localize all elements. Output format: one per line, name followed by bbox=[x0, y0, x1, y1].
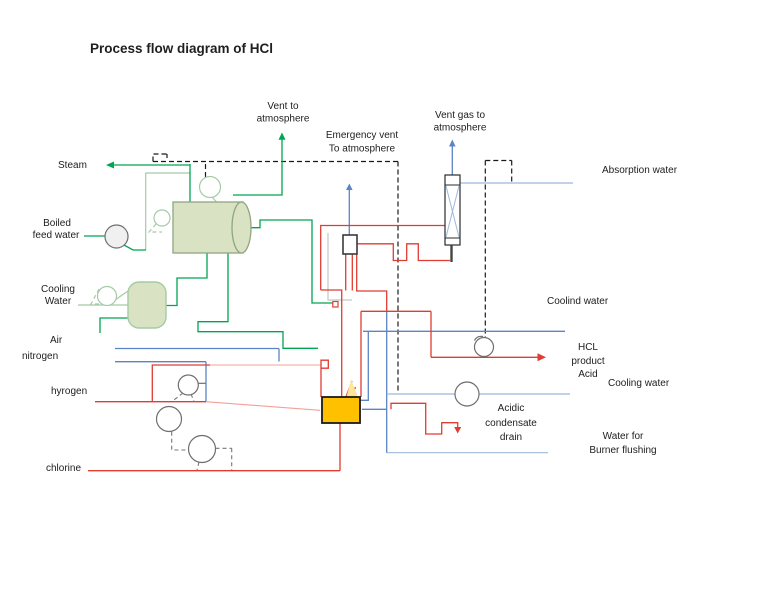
label-boiled-1: Boiled bbox=[43, 218, 71, 229]
cl2-blower-1 bbox=[155, 405, 183, 433]
label-vent-to-1: Vent to bbox=[267, 101, 299, 112]
cooling-pump-outlet bbox=[114, 290, 129, 301]
label-absorption-water: Absorption water bbox=[602, 165, 678, 176]
burner-right-riser-line bbox=[360, 331, 369, 401]
pumps bbox=[104, 224, 495, 464]
column-right-wall bbox=[356, 254, 538, 397]
label-acidic-3: drain bbox=[500, 432, 522, 443]
label-vent-to-2: atmosphere bbox=[257, 114, 310, 125]
condensate-trap-line bbox=[390, 402, 459, 435]
air-line bbox=[115, 347, 280, 362]
label-water-for-2: Burner flushing bbox=[589, 445, 656, 456]
absorber-column bbox=[444, 174, 461, 262]
cl2-blower-2 bbox=[187, 434, 217, 464]
drum-bottom-line bbox=[197, 253, 318, 349]
blower-links bbox=[171, 392, 233, 471]
label-vent-gas-2: atmosphere bbox=[434, 123, 487, 134]
label-emergency-2: To atmosphere bbox=[329, 144, 396, 155]
label-coolind-water: Coolind water bbox=[547, 296, 609, 307]
pale-pumps bbox=[96, 175, 222, 307]
label-cooling-1: Cooling bbox=[41, 284, 75, 295]
h2-blower bbox=[177, 374, 199, 396]
dashed-signal-lines bbox=[152, 153, 513, 393]
steam-export-line bbox=[112, 164, 191, 202]
feed-water-pump bbox=[104, 224, 129, 249]
nitrogen-line bbox=[115, 361, 207, 402]
label-acidic-2: condensate bbox=[485, 418, 537, 429]
column-left-wall bbox=[320, 289, 343, 397]
steam-to-column-line bbox=[250, 219, 333, 304]
label-acidic-1: Acidic bbox=[498, 403, 525, 414]
faint-red-lines bbox=[205, 364, 321, 411]
chlorine-line bbox=[88, 423, 341, 472]
label-water-for-1: Water for bbox=[603, 431, 644, 442]
label-emergency-1: Emergency vent bbox=[326, 130, 398, 141]
emergency-vent-arrow bbox=[346, 183, 353, 190]
signal-hook bbox=[152, 153, 168, 162]
seal-pot bbox=[342, 234, 358, 255]
steam-inlet-connector bbox=[332, 300, 339, 308]
condensate-pump bbox=[454, 381, 480, 407]
cooling-vessel-lower-line bbox=[99, 317, 128, 333]
hydrogen-riser-line bbox=[151, 364, 210, 402]
steam-arrow-left bbox=[106, 161, 114, 169]
seal-pot-legs bbox=[345, 254, 353, 291]
burner-nozzle-stub bbox=[320, 359, 329, 397]
label-hcl-3: Acid bbox=[578, 369, 597, 380]
burner bbox=[321, 396, 361, 424]
vent-gas-arrow bbox=[449, 139, 456, 147]
acid-pump-tick bbox=[473, 335, 484, 341]
page-title: Process flow diagram of HCl bbox=[90, 41, 273, 56]
cl2-blower1-link bbox=[171, 431, 189, 451]
gray-line bbox=[327, 233, 352, 301]
label-boiled-2: feed water bbox=[33, 230, 80, 241]
hydrogen-diagonal-line bbox=[205, 401, 321, 411]
blue-lines bbox=[115, 145, 565, 453]
light-blue-lines bbox=[386, 182, 573, 454]
steam-signal-line bbox=[153, 160, 399, 393]
vent-to-atmosphere-line bbox=[233, 139, 283, 196]
condensate-drain-arrow bbox=[454, 427, 462, 434]
hcl-product-arrow bbox=[537, 353, 546, 362]
label-cooling-2: Water bbox=[45, 296, 72, 307]
cooling-vessel bbox=[127, 281, 167, 329]
label-hcl-2: product bbox=[571, 356, 605, 367]
absorber-signal-line bbox=[484, 159, 513, 338]
label-nitrogen: nitrogen bbox=[22, 351, 58, 362]
small-green-pump bbox=[153, 209, 171, 227]
steam-drum bbox=[172, 201, 244, 254]
ghost-rect-line bbox=[145, 172, 190, 250]
label-hydrogen: hyrogen bbox=[51, 386, 87, 397]
drum-pump bbox=[198, 175, 222, 199]
feed-pump-outlet-line bbox=[123, 244, 146, 251]
label-steam: Steam bbox=[58, 160, 87, 171]
drum-cooling-loop-line bbox=[166, 253, 208, 307]
absorber-packing-x bbox=[445, 185, 460, 238]
h2-blower-legs bbox=[171, 392, 195, 402]
label-hcl-1: HCL bbox=[578, 342, 598, 353]
acid-pump bbox=[473, 336, 495, 358]
cl2-blower2-link bbox=[196, 447, 233, 471]
vent-arrow-up bbox=[278, 132, 286, 140]
overhead-hcl-line bbox=[320, 224, 445, 290]
label-vent-gas-1: Vent gas to bbox=[435, 110, 485, 121]
steam-drum-cap bbox=[231, 201, 252, 254]
seal-drain-wave-line bbox=[357, 243, 450, 262]
label-cooling-water: Cooling water bbox=[608, 378, 670, 389]
label-chlorine: chlorine bbox=[46, 463, 81, 474]
label-air: Air bbox=[50, 335, 63, 346]
green-lines bbox=[84, 139, 333, 349]
cooling-pump bbox=[96, 285, 118, 307]
absorber-section-lines bbox=[445, 184, 460, 239]
